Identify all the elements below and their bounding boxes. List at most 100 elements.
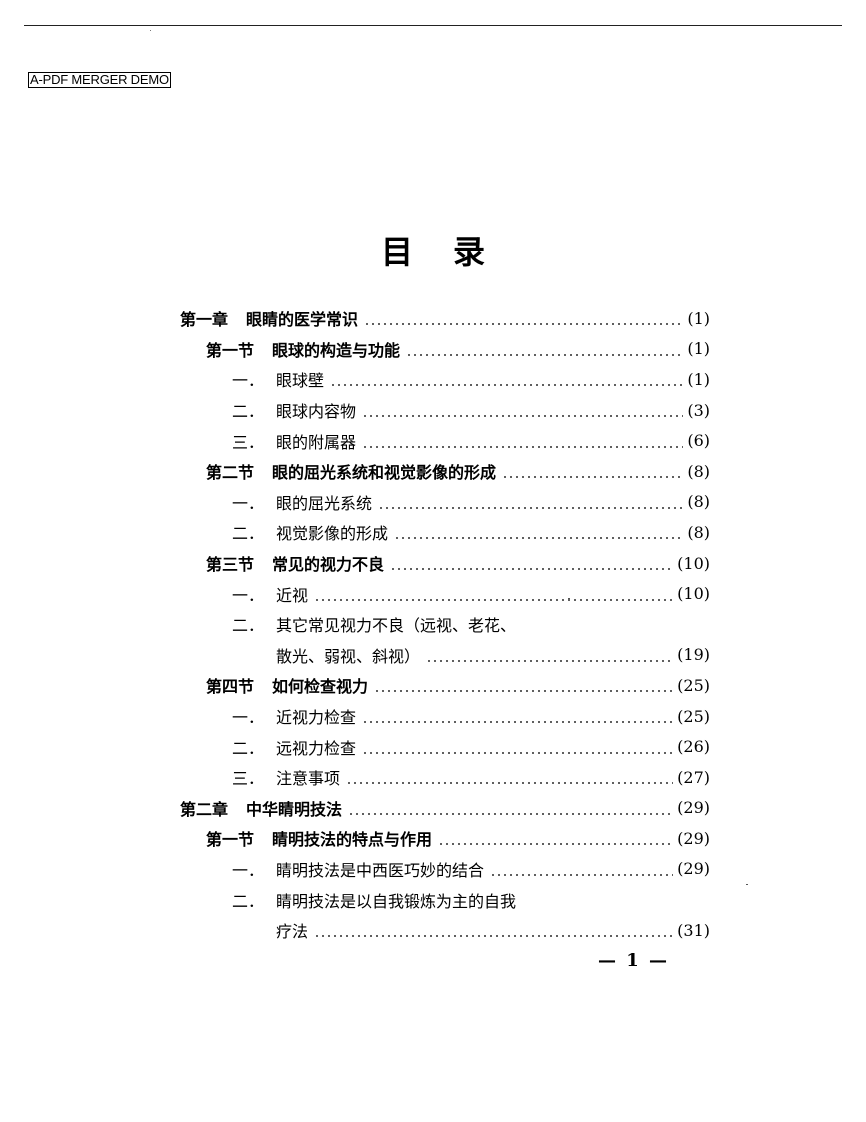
scan-speck: [746, 884, 748, 885]
toc-title: 中华睛明技法: [246, 799, 343, 819]
toc-number: 二．: [232, 402, 265, 422]
toc-page: (25): [677, 706, 710, 726]
toc-title: 眼的屈光系统: [276, 493, 373, 513]
toc-title: 眼的附属器: [276, 432, 357, 452]
toc-page: (31): [677, 920, 710, 940]
toc-item-wrap[interactable]: 二． 睛明技法是以自我锻炼为主的自我: [180, 884, 710, 915]
toc-number: 二．: [232, 616, 265, 636]
toc-item[interactable]: 一． 睛明技法是中西医巧妙的结合 (29): [180, 854, 710, 885]
toc-title: 远视力检查: [276, 738, 357, 758]
toc-item[interactable]: 一．近视 (10): [180, 578, 710, 609]
dot-leader: [348, 799, 674, 816]
toc-section-1-3[interactable]: 第三节常见的视力不良 (10): [180, 548, 710, 579]
watermark-label: A-PDF MERGER DEMO: [28, 72, 171, 88]
toc-number: 二．: [232, 738, 265, 758]
toc-page: (29): [677, 859, 710, 879]
toc-number: 二．: [232, 524, 265, 544]
toc-page: (1): [687, 339, 710, 359]
toc-number: 第一节: [206, 340, 255, 360]
toc-title: 眼球内容物: [276, 402, 357, 422]
toc-item[interactable]: 三．注意事项 (27): [180, 762, 710, 793]
scan-speck: [150, 30, 151, 31]
toc-title: 睛明技法是以自我锻炼为主的自我: [276, 891, 517, 911]
toc-item[interactable]: 一． 眼的屈光系统 (8): [180, 487, 710, 518]
toc-item[interactable]: 一．近视力检查 (25): [180, 701, 710, 732]
toc-number: 一．: [232, 585, 265, 605]
toc-item-continuation[interactable]: 散光、弱视、斜视） (19): [180, 640, 710, 671]
toc-page: (25): [677, 675, 710, 695]
toc-number: 二．: [232, 891, 265, 911]
toc-title: 视觉影像的形成: [276, 524, 389, 544]
toc-page: (8): [687, 522, 710, 542]
table-of-contents: 第一章眼睛的医学常识 (1) 第一节眼球的构造与功能 (1) 一．眼球壁 (1)…: [180, 303, 710, 945]
toc-number: 第二章: [180, 799, 229, 819]
dot-leader: [346, 769, 674, 786]
toc-number: 一．: [232, 371, 265, 391]
toc-item-wrap[interactable]: 二．其它常见视力不良（远视、老花、: [180, 609, 710, 640]
toc-title: 眼球的构造与功能: [272, 340, 401, 360]
toc-section-1-1[interactable]: 第一节眼球的构造与功能 (1): [180, 334, 710, 365]
toc-number: 第三节: [206, 555, 255, 575]
toc-page: (3): [687, 400, 710, 420]
toc-number: 第四节: [206, 677, 255, 697]
toc-number: 第一章: [180, 310, 229, 330]
toc-title: 注意事项: [276, 769, 341, 789]
page-title: 目录: [0, 232, 866, 272]
dot-leader: [314, 922, 674, 939]
toc-title: 睛明技法是中西医巧妙的结合: [276, 860, 485, 880]
dot-leader: [362, 402, 684, 419]
toc-page: (27): [677, 767, 710, 787]
dot-leader: [364, 310, 684, 327]
page-number: — 1 —: [598, 950, 670, 971]
toc-title: 睛明技法的特点与作用: [272, 830, 433, 850]
toc-page: (8): [687, 461, 710, 481]
dot-leader: [362, 738, 674, 755]
toc-title: 眼睛的医学常识: [246, 310, 359, 330]
toc-page: (1): [687, 369, 710, 389]
toc-chapter-1[interactable]: 第一章眼睛的医学常识 (1): [180, 303, 710, 334]
toc-item[interactable]: 二． 远视力检查 (26): [180, 731, 710, 762]
toc-page: (26): [677, 737, 710, 757]
dot-leader: [330, 371, 684, 388]
toc-item[interactable]: 二． 视觉影像的形成 (8): [180, 517, 710, 548]
toc-section-1-2[interactable]: 第二节眼的屈光系统和视觉影像的形成 (8): [180, 456, 710, 487]
title-char-2: 录: [453, 233, 486, 271]
title-char-1: 目: [380, 233, 413, 271]
toc-page: (6): [687, 431, 710, 451]
toc-section-1-4[interactable]: 第四节如何检查视力 (25): [180, 670, 710, 701]
dot-leader: [406, 340, 684, 357]
dot-leader: [502, 463, 684, 480]
toc-title: 疗法: [276, 922, 309, 942]
toc-title: 近视力检查: [276, 708, 357, 728]
toc-number: 三．: [232, 432, 265, 452]
toc-title: 眼球壁: [276, 371, 325, 391]
dot-leader: [490, 860, 674, 877]
toc-number: 一．: [232, 860, 265, 880]
header-rule: [24, 25, 842, 26]
toc-page: (8): [687, 492, 710, 512]
toc-page: (29): [677, 798, 710, 818]
toc-page: (1): [687, 308, 710, 328]
toc-item[interactable]: 一． 眼球壁 (1): [180, 364, 710, 395]
dot-leader: [394, 524, 684, 541]
toc-number: 第一节: [206, 830, 255, 850]
toc-chapter-2[interactable]: 第二章中华睛明技法 (29): [180, 793, 710, 824]
toc-title: 眼的屈光系统和视觉影像的形成: [272, 463, 497, 483]
toc-section-2-1[interactable]: 第一节睛明技法的特点与作用 (29): [180, 823, 710, 854]
toc-item-continuation[interactable]: 疗法 (31): [180, 915, 710, 946]
toc-title: 散光、弱视、斜视）: [276, 646, 421, 666]
toc-item[interactable]: 二． 眼球内容物 (3): [180, 395, 710, 426]
toc-item[interactable]: 三． 眼的附属器 (6): [180, 425, 710, 456]
dot-leader: [426, 646, 674, 663]
toc-page: (10): [677, 553, 710, 573]
dot-leader: [390, 555, 674, 572]
dot-leader: [438, 830, 674, 847]
toc-title: 如何检查视力: [272, 677, 369, 697]
dot-leader: [362, 432, 684, 449]
dot-leader: [314, 585, 674, 602]
toc-page: (19): [677, 645, 710, 665]
dot-leader: [362, 708, 674, 725]
toc-number: 一．: [232, 493, 265, 513]
toc-page: (29): [677, 828, 710, 848]
dot-leader: [374, 677, 674, 694]
